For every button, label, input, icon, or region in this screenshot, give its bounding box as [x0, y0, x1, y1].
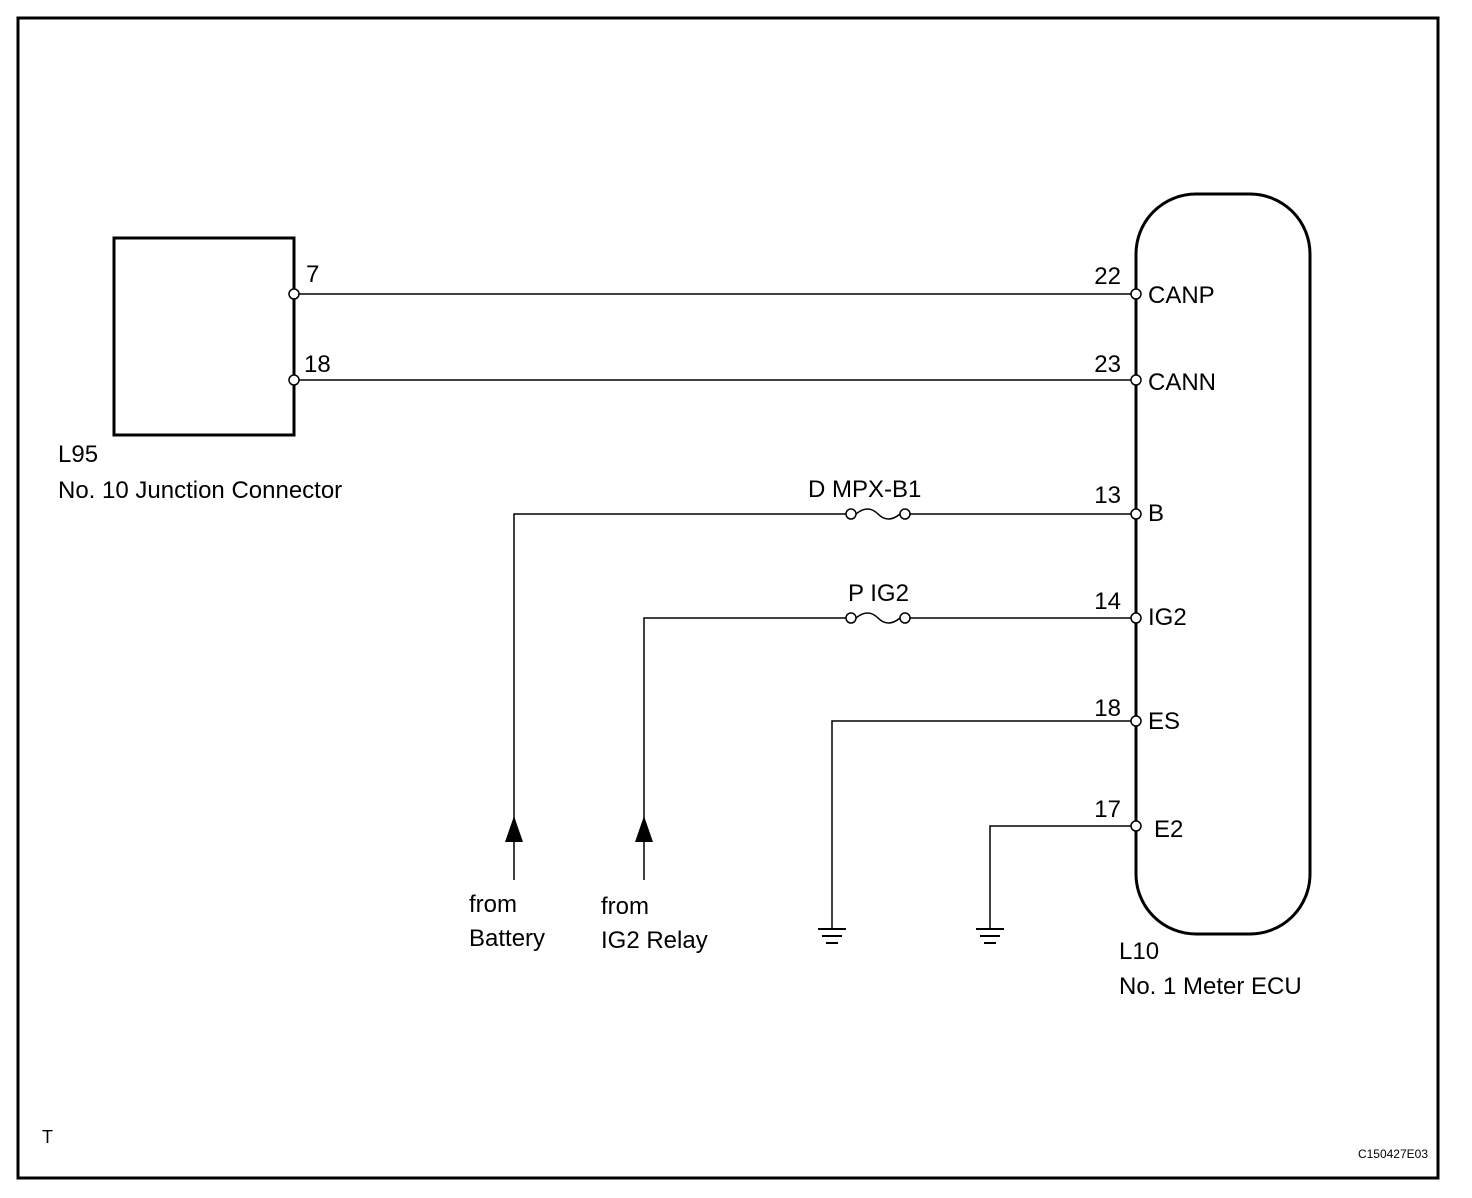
ig2-relay-source-line1: from	[601, 893, 649, 920]
battery-source-line1: from	[469, 891, 517, 918]
battery-arrow-icon	[505, 816, 523, 842]
junction-connector-code: L95	[58, 441, 98, 468]
outer-frame	[16, 16, 1440, 1180]
fuse-ig2-terminal-right	[899, 612, 911, 624]
ecu-box	[1134, 192, 1312, 936]
ecu-pin-13-terminal	[1130, 508, 1142, 520]
ecu-pin-22-signal: CANP	[1148, 282, 1215, 309]
junction-connector-name: No. 10 Junction Connector	[58, 477, 342, 504]
junction-pin-18-label: 18	[304, 351, 331, 378]
ig2-relay-source-line2: IG2 Relay	[601, 927, 708, 954]
junction-pin-18-terminal	[288, 374, 300, 386]
ecu-pin-14-number: 14	[1094, 588, 1121, 615]
ig2-wire-left	[643, 617, 846, 842]
fuse-mpx-b1-terminal-left	[845, 508, 857, 520]
fuse-mpx-b1-terminal-right	[899, 508, 911, 520]
fuse-ig2-label: P IG2	[848, 580, 909, 607]
ecu-pin-17-number: 17	[1094, 796, 1121, 823]
ecu-pin-23-number: 23	[1094, 351, 1121, 378]
ecu-pin-22-number: 22	[1094, 263, 1121, 290]
e2-ground-wire	[989, 825, 1136, 928]
es-ground-wire	[831, 720, 1136, 928]
junction-pin-7-label: 7	[306, 261, 319, 288]
ecu-code: L10	[1119, 938, 1159, 965]
ecu-pin-17-terminal	[1130, 820, 1142, 832]
ecu-pin-13-number: 13	[1094, 482, 1121, 509]
ecu-pin-13-signal: B	[1148, 500, 1164, 527]
ecu-pin-22-terminal	[1130, 288, 1142, 300]
ig2-relay-arrow-icon	[635, 816, 653, 842]
ecu-pin-18-terminal	[1130, 715, 1142, 727]
fuse-mpx-b1-label: D MPX-B1	[808, 476, 921, 503]
junction-connector-box	[112, 236, 296, 437]
ecu-pin-23-signal: CANN	[1148, 369, 1216, 396]
figure-code: C150427E03	[1358, 1147, 1428, 1161]
ecu-pin-23-terminal	[1130, 374, 1142, 386]
ecu-pin-14-terminal	[1130, 612, 1142, 624]
ecu-pin-18-number: 18	[1094, 695, 1121, 722]
ecu-pin-17-signal: E2	[1154, 816, 1183, 843]
e2-ground-icon	[976, 928, 1004, 944]
es-ground-icon	[818, 928, 846, 944]
ecu-name: No. 1 Meter ECU	[1119, 973, 1302, 1000]
battery-source-line2: Battery	[469, 925, 545, 952]
battery-wire-left	[513, 513, 846, 842]
fuse-mpx-b1-icon	[855, 508, 901, 520]
fuse-ig2-icon	[855, 612, 901, 624]
junction-pin-7-terminal	[288, 288, 300, 300]
corner-mark: T	[42, 1127, 53, 1147]
ecu-pin-14-signal: IG2	[1148, 604, 1187, 631]
fuse-ig2-terminal-left	[845, 612, 857, 624]
ecu-pin-18-signal: ES	[1148, 708, 1180, 735]
